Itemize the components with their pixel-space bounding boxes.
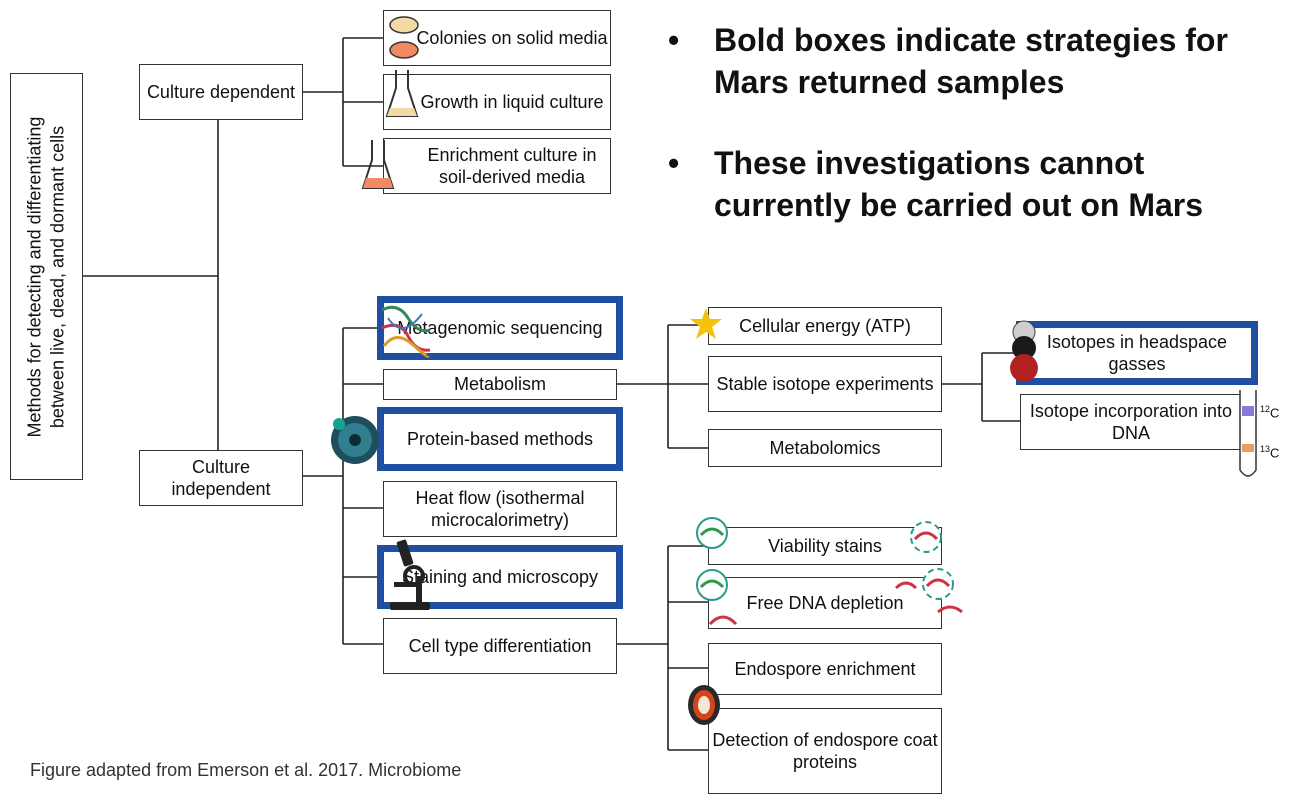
- culture-independent-box: Culture independent: [139, 450, 303, 506]
- microscope-icon: [390, 539, 430, 610]
- isotope-tube-icon: [1239, 390, 1257, 477]
- dead-cell-icon: [910, 521, 942, 553]
- bullet-marker: •: [668, 22, 680, 58]
- stable-isotope-box: Stable isotope experiments: [708, 356, 942, 412]
- endospore-enrichment-label: Endospore enrichment: [734, 658, 916, 679]
- key-points: • Bold boxes indicate strategies for Mar…: [668, 20, 1288, 266]
- endospore-coat-label: Detection of endospore coat proteins: [712, 729, 938, 773]
- endospore-icon: [688, 685, 720, 725]
- dna-strands-icon: [381, 305, 431, 358]
- tube-label-12-mass: 12: [1260, 404, 1271, 414]
- isotope-dna-box: Isotope incorporation into DNA: [1020, 394, 1242, 450]
- metabolism-label: Metabolism: [453, 374, 547, 395]
- enrichment-culture-label: Enrichment culture in soil-derived media: [427, 144, 597, 188]
- staining-label: Staining and microscopy: [401, 566, 599, 587]
- bullet-text: These investigations cannot currently be…: [714, 145, 1204, 223]
- dead-cell-dna-icon: [922, 568, 954, 600]
- tube-label-13-mass: 13: [1260, 444, 1271, 454]
- heat-flow-box: Heat flow (isothermal microcalorimetry): [383, 481, 617, 537]
- cellular-energy-label: Cellular energy (ATP): [739, 315, 911, 336]
- protein-complex-icon: [331, 416, 379, 464]
- bullet-mars-returned: • Bold boxes indicate strategies for Mar…: [668, 20, 1288, 103]
- growth-liquid-label: Growth in liquid culture: [420, 91, 604, 112]
- viability-box: Viability stains: [708, 527, 942, 565]
- root-label: Methods for detecting and differentiatin…: [24, 116, 68, 437]
- metagenomic-label: Metagenomic sequencing: [397, 317, 603, 338]
- isotopes-headspace-box: Isotopes in headspace gasses: [1016, 321, 1258, 385]
- tube-label-13-element: C: [1270, 445, 1280, 461]
- metabolism-box: Metabolism: [383, 369, 617, 400]
- free-dna-label: Free DNA depletion: [746, 592, 904, 613]
- atp-star-icon: [690, 308, 722, 339]
- free-dna-fragment-icon: [708, 615, 738, 626]
- cell-type-label: Cell type differentiation: [408, 635, 592, 656]
- bullet-text: Bold boxes indicate strategies for Mars …: [714, 22, 1228, 100]
- colonies-box: Colonies on solid media: [383, 10, 611, 66]
- live-cell-dna-icon: [696, 569, 728, 601]
- enrichment-culture-box: Enrichment culture in soil-derived media: [383, 138, 611, 194]
- isotope-dna-label: Isotope incorporation into DNA: [1029, 400, 1233, 444]
- heat-flow-label: Heat flow (isothermal microcalorimetry): [415, 487, 585, 531]
- cell-type-box: Cell type differentiation: [383, 618, 617, 674]
- protein-based-box: Protein-based methods: [377, 407, 623, 471]
- growth-liquid-box: Growth in liquid culture: [383, 74, 611, 130]
- gas-molecule-icon: [1010, 320, 1038, 382]
- tube-label-12-element: C: [1270, 405, 1280, 421]
- viability-label: Viability stains: [768, 535, 882, 556]
- colonies-plate-icon: [389, 16, 419, 59]
- culture-independent-label: Culture independent: [171, 456, 271, 500]
- root-label-box: Methods for detecting and differentiatin…: [10, 73, 83, 480]
- flask-liquid-icon: [385, 70, 419, 117]
- free-dna-fragments-icon: [894, 581, 963, 614]
- metabolomics-label: Metabolomics: [769, 437, 881, 458]
- live-cell-icon: [696, 517, 728, 549]
- culture-dependent-label: Culture dependent: [146, 81, 296, 102]
- bullet-marker: •: [668, 145, 680, 182]
- stable-isotope-label: Stable isotope experiments: [716, 373, 934, 394]
- isotopes-headspace-label: Isotopes in headspace gasses: [1046, 331, 1228, 375]
- tube-label-13c: 13C: [1260, 444, 1279, 460]
- bullet-cannot-on-mars: • These investigations cannot currently …: [668, 143, 1288, 226]
- culture-dependent-box: Culture dependent: [139, 64, 303, 120]
- figure-caption: Figure adapted from Emerson et al. 2017.…: [30, 760, 462, 780]
- tube-label-12c: 12C: [1260, 404, 1279, 420]
- colonies-label: Colonies on solid media: [416, 27, 608, 48]
- protein-based-label: Protein-based methods: [406, 428, 594, 449]
- cellular-energy-box: Cellular energy (ATP): [708, 307, 942, 345]
- flask-enrichment-icon: [361, 140, 395, 189]
- metagenomic-box: Metagenomic sequencing: [377, 296, 623, 360]
- endospore-enrichment-box: Endospore enrichment: [708, 643, 942, 695]
- metabolomics-box: Metabolomics: [708, 429, 942, 467]
- free-dna-box: Free DNA depletion: [708, 577, 942, 629]
- endospore-coat-box: Detection of endospore coat proteins: [708, 708, 942, 794]
